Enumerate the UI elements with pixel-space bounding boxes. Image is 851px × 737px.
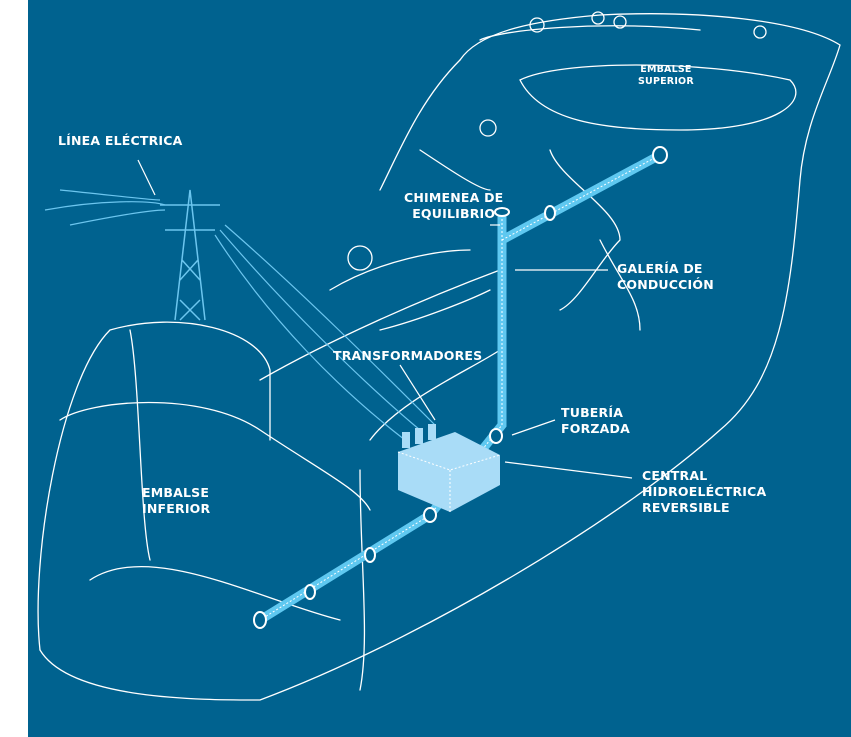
tree-icons xyxy=(347,11,767,271)
label-power-line: LÍNEA ELÉCTRICA xyxy=(58,133,183,148)
power-station xyxy=(397,424,501,512)
power-lines xyxy=(44,189,436,441)
pipe-flanges xyxy=(253,146,668,629)
leader-lines xyxy=(137,159,633,479)
pylon-icon xyxy=(160,189,220,321)
pipes xyxy=(255,150,665,625)
terrain-outline xyxy=(37,13,841,701)
diagram-background xyxy=(28,0,851,737)
label-transformers: TRANSFORMADORES xyxy=(333,348,483,363)
